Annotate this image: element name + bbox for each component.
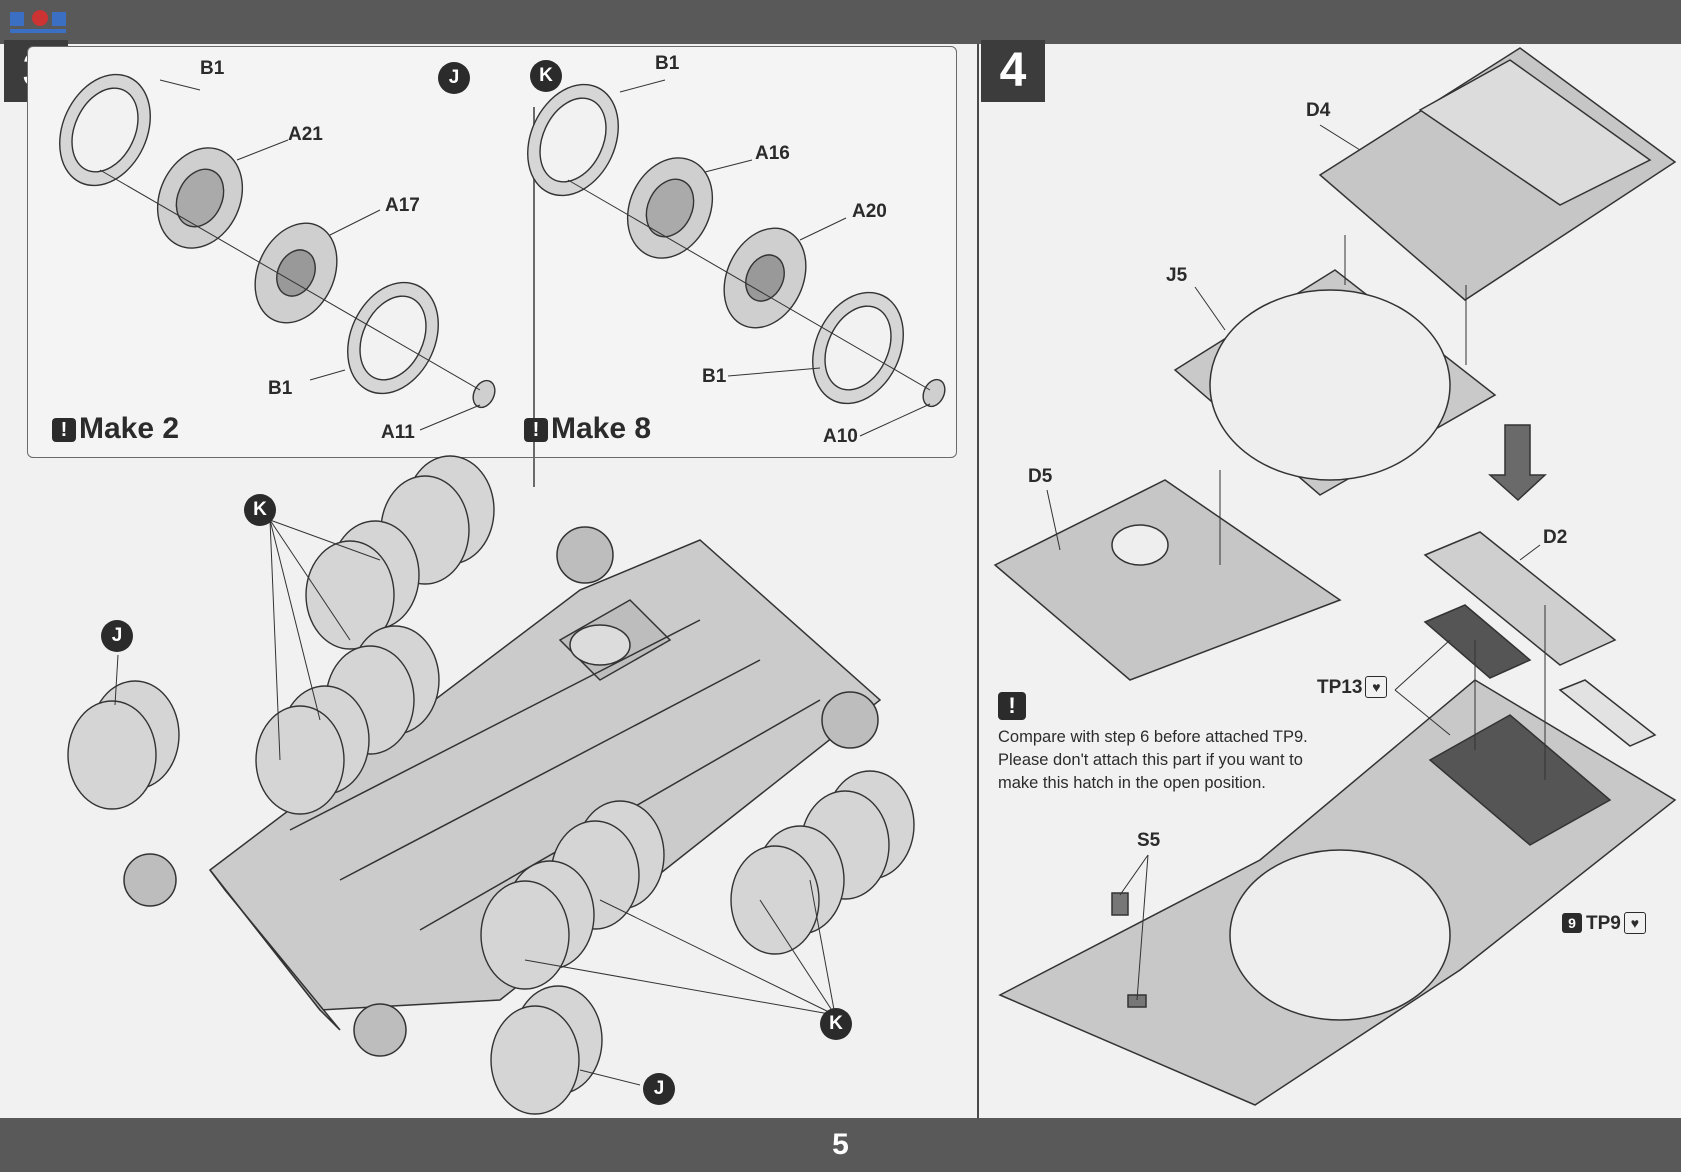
page-number: 5 — [832, 1128, 849, 1161]
make-quantity-text: Make 2 — [79, 412, 180, 445]
part-label: D4 — [1306, 100, 1331, 121]
part-label: A20 — [852, 201, 887, 222]
part-label: A11 — [381, 422, 415, 443]
part-label: B1 — [702, 366, 727, 387]
part-label-tp13: TP13♥ — [1317, 676, 1388, 699]
site-logo-icon — [6, 6, 70, 36]
wheel-code-badge: K — [530, 60, 562, 92]
wheel-code-badge: J — [438, 62, 470, 94]
part-label: B1 — [200, 58, 225, 79]
part-label: S5 — [1137, 830, 1161, 851]
part-label: D5 — [1028, 466, 1053, 487]
note-line: make this hatch in the open position. — [998, 774, 1266, 792]
inset-divider — [533, 107, 535, 487]
part-label: B1 — [655, 53, 680, 74]
column-divider — [977, 44, 979, 1118]
step-reference-icon: 9 — [1562, 913, 1582, 933]
wheel-code-badge: J — [101, 620, 133, 652]
step-4-number: 4 — [981, 40, 1045, 102]
part-label: B1 — [268, 378, 293, 399]
wheel-code-badge: J — [643, 1073, 675, 1105]
part-label: A16 — [755, 143, 790, 164]
make-quantity-text: Make 8 — [551, 412, 652, 445]
exclamation-icon: ! — [52, 418, 76, 442]
make-quantity-label: !Make 8 — [524, 412, 651, 446]
assembly-note: Compare with step 6 before attached TP9.… — [998, 726, 1378, 795]
exclamation-icon: ! — [998, 692, 1026, 720]
part-label: J5 — [1166, 265, 1188, 286]
exclamation-icon: ! — [524, 418, 548, 442]
part-label: A21 — [288, 124, 323, 145]
note-line: Compare with step 6 before attached TP9. — [998, 728, 1308, 746]
footer-bar: 5 — [0, 1118, 1681, 1172]
header-bar — [0, 0, 1681, 44]
part-label: D2 — [1543, 527, 1568, 548]
photo-etch-icon: ♥ — [1623, 912, 1646, 934]
part-label: A10 — [823, 426, 858, 447]
photo-etch-icon: ♥ — [1365, 676, 1388, 698]
part-label: A17 — [385, 195, 420, 216]
note-line: Please don't attach this part if you wan… — [998, 751, 1303, 769]
wheel-code-badge: K — [244, 494, 276, 526]
make-quantity-label: !Make 2 — [52, 412, 179, 446]
part-label-text: TP13 — [1317, 677, 1363, 698]
part-label-text: TP9 — [1586, 913, 1621, 934]
wheel-code-badge: K — [820, 1008, 852, 1040]
